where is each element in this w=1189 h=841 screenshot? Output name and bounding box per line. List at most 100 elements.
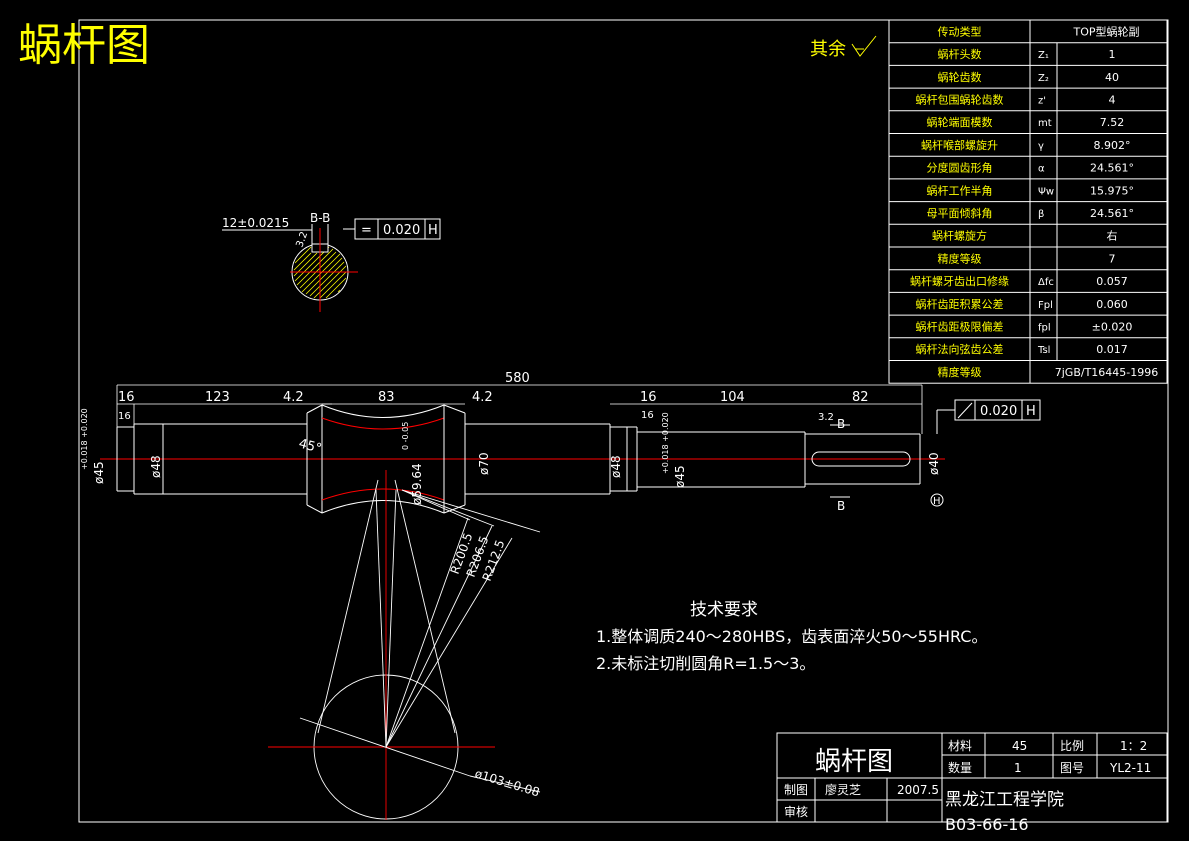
drawing-title: 蜗杆图 xyxy=(18,20,150,71)
hatch-line xyxy=(293,252,312,271)
right-tol-value: 0.020 xyxy=(980,404,1017,419)
section-hatch xyxy=(293,246,347,299)
dia48-right: ø48 xyxy=(609,455,623,478)
param-row-value: 1 xyxy=(1109,48,1116,61)
datum-circle xyxy=(930,493,944,507)
param-row-symbol: Fpl xyxy=(1038,300,1053,311)
param-row-name: 蜗轮齿数 xyxy=(938,70,982,84)
param-row-symbol: Z₁ xyxy=(1038,50,1049,61)
right-tolerance: 0.020 H xyxy=(936,399,1041,434)
title-block xyxy=(776,732,1168,823)
dia70: ø70 xyxy=(477,452,491,475)
param-row-symbol: mt xyxy=(1038,118,1052,129)
param-row-value: 0.057 xyxy=(1096,275,1128,288)
tb-drawn-by: 廖灵芝 xyxy=(825,782,861,797)
param-row-name: 蜗杆喉部螺旋升 xyxy=(921,138,998,152)
dim-total-length: 580 xyxy=(505,371,530,386)
param-row-name: 蜗杆螺牙齿出口修缘 xyxy=(910,274,1009,288)
dim-16b: 16 xyxy=(118,411,131,422)
roughness-symbol-icon xyxy=(851,35,877,57)
param-row-name: 蜗杆工作半角 xyxy=(927,183,993,197)
param-row-symbol: γ xyxy=(1038,141,1044,152)
dia45-right: ø45 xyxy=(673,465,687,488)
tb-qty-label: 数量 xyxy=(948,760,972,775)
param-row-name: 蜗轮端面模数 xyxy=(927,115,993,129)
param-row-value: 7.52 xyxy=(1100,116,1125,129)
section-mark-bottom: B xyxy=(837,499,845,513)
param-row-value: 右 xyxy=(1107,229,1118,243)
param-row-name: 蜗杆齿距极限偏差 xyxy=(916,320,1004,334)
param-row-name: 精度等级 xyxy=(938,251,982,265)
tb-name: 蜗杆图 xyxy=(815,747,893,777)
hatch-line xyxy=(309,261,345,297)
dim-4-2b: 4.2 xyxy=(472,390,493,405)
param-row-value: TOP型蜗轮副 xyxy=(1072,24,1139,38)
hatch-line xyxy=(296,248,334,286)
param-row-name: 蜗杆齿距积累公差 xyxy=(916,297,1004,311)
param-row-symbol: β xyxy=(1038,209,1044,220)
tb-code: B03-66-16 xyxy=(945,815,1029,834)
section-view-bb: 12±0.0215 B-B 3.2 = 0.020 H xyxy=(222,211,441,312)
hatch-line xyxy=(325,277,347,299)
tb-school: 黑龙江工程学院 xyxy=(945,790,1064,810)
param-row-value: 7jGB/T16445-1996 xyxy=(1055,366,1159,379)
param-row-value: ±0.020 xyxy=(1092,321,1133,334)
dia45-right-tol: +0.018 +0.020 xyxy=(661,412,670,474)
section-tol-symbol: = xyxy=(361,223,372,238)
tb-date: 2007.5 xyxy=(897,783,939,797)
tech-heading: 技术要求 xyxy=(690,600,758,620)
shaft-dim-texts: 580 16 16 123 4.2 83 4.2 16 16 104 82 45… xyxy=(118,371,869,457)
param-row-symbol: fpl xyxy=(1038,323,1051,334)
dia45-left: ø45 xyxy=(92,461,106,484)
dim-82: 82 xyxy=(852,390,869,405)
title-block-texts: 蜗杆图 材料 45 比例 1：2 数量 1 图号 YL2-11 制图 廖灵芝 2… xyxy=(784,739,1151,834)
dia59-tol: 0 -0.05 xyxy=(401,422,410,450)
hatch-line xyxy=(305,257,343,295)
dim-16d: 16 xyxy=(641,410,654,421)
param-row-symbol: Ψw xyxy=(1038,186,1054,197)
surface-note: 其余 xyxy=(810,39,846,60)
hatch-line xyxy=(294,246,330,282)
runout-arrow-icon xyxy=(957,402,973,419)
param-row-name: 蜗杆头数 xyxy=(938,47,982,61)
dim-16a: 16 xyxy=(118,390,135,405)
tb-scale: 1：2 xyxy=(1120,739,1147,753)
param-row-symbol: Δfc xyxy=(1038,277,1054,288)
tb-scale-label: 比例 xyxy=(1060,739,1084,753)
section-roughness: 3.2 xyxy=(294,230,310,249)
tb-drawn-label: 制图 xyxy=(784,783,808,797)
section-tol-value: 0.020 xyxy=(383,223,420,238)
hatch-line xyxy=(337,289,341,293)
tb-qty: 1 xyxy=(1014,761,1022,775)
hatch-line xyxy=(299,251,337,289)
section-mark-top: B xyxy=(837,417,845,431)
dim-16c: 16 xyxy=(640,390,657,405)
dim-83: 83 xyxy=(378,390,395,405)
tech-item-1: 1.整体调质240～280HBS，齿表面淬火50～55HRC。 xyxy=(596,627,987,646)
diameter-texts: ø45 +0.018 +0.020 ø48 ø59.64 0 -0.05 ø70… xyxy=(80,408,941,505)
section-tol-datum: H xyxy=(428,223,438,238)
param-row-name: 蜗杆螺旋方 xyxy=(932,229,987,243)
tb-material-label: 材料 xyxy=(948,739,972,753)
dia48-left: ø48 xyxy=(149,455,163,478)
param-row-value: 0.017 xyxy=(1096,343,1128,356)
tb-dwgno: YL2-11 xyxy=(1109,761,1151,775)
param-row-value: 24.561° xyxy=(1090,162,1134,175)
param-row-value: 7 xyxy=(1109,252,1116,265)
generating-geometry xyxy=(268,470,541,820)
param-row-symbol: α xyxy=(1038,164,1045,175)
param-row-value: 15.975° xyxy=(1090,184,1134,197)
dim-123: 123 xyxy=(205,390,230,405)
param-row-name: 传动类型 xyxy=(938,24,982,38)
shaft-view xyxy=(100,404,945,514)
outer-frame xyxy=(78,19,1169,823)
param-row-name: 分度圆齿形角 xyxy=(927,161,993,175)
tech-item-2: 2.未标注切削圆角R=1.5～3。 xyxy=(596,654,815,673)
hatch-line xyxy=(301,253,341,293)
tb-dwgno-label: 图号 xyxy=(1060,761,1084,775)
shaft-dimensions xyxy=(116,384,923,434)
param-row-value: 0.060 xyxy=(1096,298,1128,311)
param-row-name: 蜗杆包围蜗轮齿数 xyxy=(916,93,1004,107)
